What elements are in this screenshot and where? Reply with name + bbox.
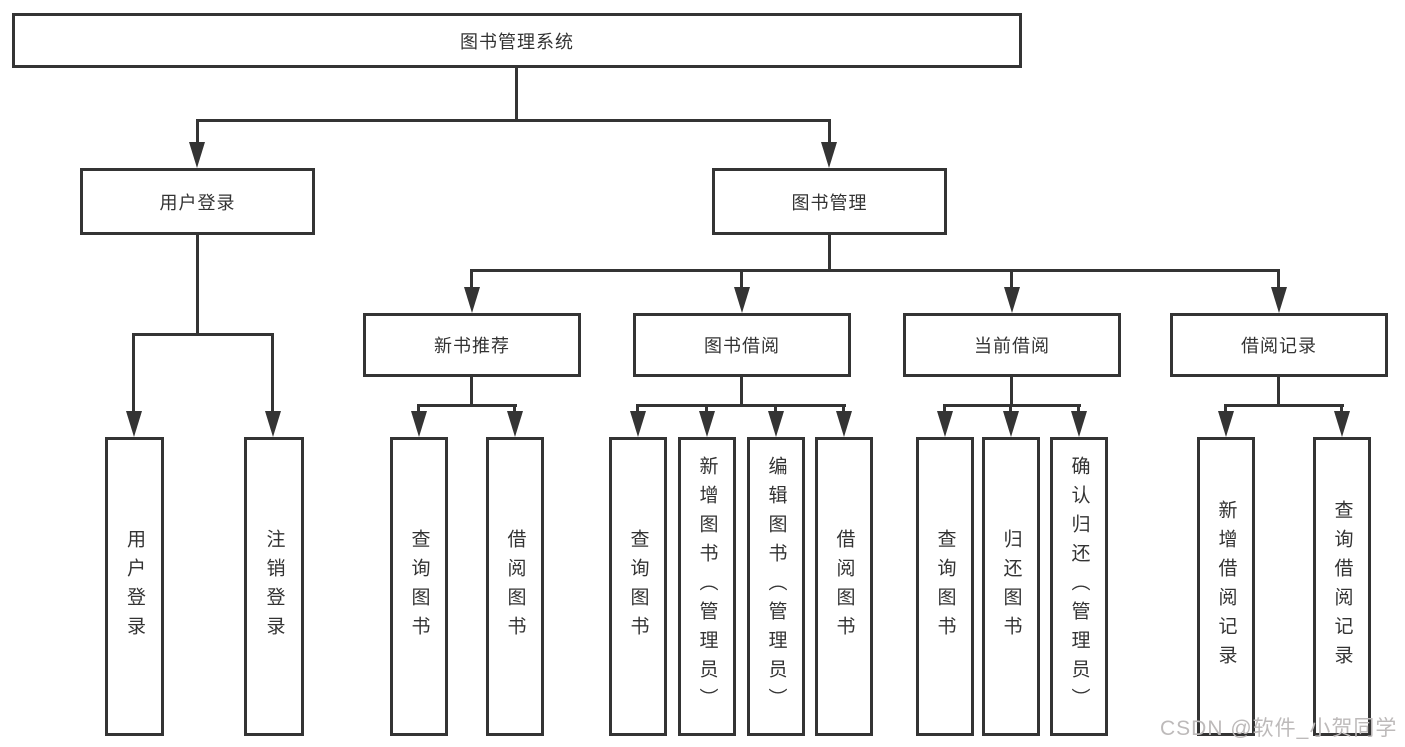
connector-line <box>470 269 473 289</box>
node-new-book-recommendation: 新书推荐 <box>363 313 581 377</box>
node-book-borrowing: 图书借阅 <box>633 313 851 377</box>
connector-line <box>705 404 708 414</box>
node-label: 查询图书 <box>934 528 956 645</box>
arrowhead-down-icon <box>464 287 480 313</box>
arrowhead-down-icon <box>1004 287 1020 313</box>
connector-line <box>132 333 135 413</box>
connector-line <box>1010 269 1013 289</box>
connector-line <box>1010 377 1013 406</box>
arrowhead-down-icon <box>507 411 523 437</box>
arrowhead-down-icon <box>937 411 953 437</box>
connector-line <box>1277 269 1280 289</box>
node-label: 新增借阅记录 <box>1215 499 1237 674</box>
node-query-books-borrowing: 查询图书 <box>609 437 667 736</box>
connector-line <box>636 404 639 414</box>
arrowhead-down-icon <box>189 142 205 168</box>
connector-line <box>513 404 516 414</box>
connector-line <box>636 404 846 407</box>
node-query-books-recommend: 查询图书 <box>390 437 448 736</box>
node-system-root: 图书管理系统 <box>12 13 1022 68</box>
node-label: 用户登录 <box>124 528 145 645</box>
arrowhead-down-icon <box>1271 287 1287 313</box>
arrowhead-down-icon <box>630 411 646 437</box>
arrowhead-down-icon <box>411 411 427 437</box>
connector-line <box>1340 404 1343 414</box>
connector-line <box>828 235 831 271</box>
arrowhead-down-icon <box>126 411 142 437</box>
node-borrow-books-recommend: 借阅图书 <box>486 437 544 736</box>
node-label: 编辑图书（管理员） <box>765 456 787 717</box>
connector-line <box>1009 404 1012 414</box>
arrowhead-down-icon <box>1218 411 1234 437</box>
arrowhead-down-icon <box>734 287 750 313</box>
csdn-watermark: CSDN @软件_小贺同学 <box>1160 717 1398 740</box>
node-user-login-leaf: 用户登录 <box>105 437 164 736</box>
node-add-borrow-record: 新增借阅记录 <box>1197 437 1255 736</box>
connector-line <box>943 404 946 414</box>
node-borrowing-records: 借阅记录 <box>1170 313 1388 377</box>
connector-line <box>196 119 831 122</box>
node-add-book-admin: 新增图书（管理员） <box>678 437 736 736</box>
node-edit-book-admin: 编辑图书（管理员） <box>747 437 805 736</box>
node-confirm-return-admin: 确认归还（管理员） <box>1050 437 1108 736</box>
connector-line <box>1077 404 1080 414</box>
node-label: 查询借阅记录 <box>1331 499 1353 674</box>
connector-line <box>196 235 199 335</box>
arrowhead-down-icon <box>1071 411 1087 437</box>
connector-line <box>1224 404 1344 407</box>
node-label: 查询图书 <box>408 528 430 645</box>
arrowhead-down-icon <box>1003 411 1019 437</box>
connector-line <box>1224 404 1227 414</box>
connector-line <box>515 68 518 121</box>
node-borrow-books-borrowing: 借阅图书 <box>815 437 873 736</box>
connector-line <box>774 404 777 414</box>
connector-line <box>842 404 845 414</box>
connector-line <box>417 404 517 407</box>
node-label: 借阅图书 <box>833 528 855 645</box>
node-return-books: 归还图书 <box>982 437 1040 736</box>
node-label: 注销登录 <box>263 528 285 645</box>
connector-line <box>1277 377 1280 406</box>
node-user-login-branch: 用户登录 <box>80 168 315 235</box>
node-book-management-branch: 图书管理 <box>712 168 947 235</box>
connector-line <box>828 119 831 145</box>
connector-line <box>943 404 1081 407</box>
node-logout-leaf: 注销登录 <box>244 437 304 736</box>
connector-line <box>417 404 420 414</box>
node-label: 新增图书（管理员） <box>696 456 718 717</box>
connector-line <box>470 377 473 406</box>
arrowhead-down-icon <box>821 142 837 168</box>
node-label: 归还图书 <box>1000 528 1022 645</box>
connector-line <box>271 333 274 413</box>
connector-line <box>740 377 743 406</box>
arrowhead-down-icon <box>768 411 784 437</box>
node-label: 查询图书 <box>627 528 649 645</box>
node-label: 借阅图书 <box>504 528 526 645</box>
node-query-books-current: 查询图书 <box>916 437 974 736</box>
connector-line <box>740 269 743 289</box>
arrowhead-down-icon <box>265 411 281 437</box>
arrowhead-down-icon <box>836 411 852 437</box>
node-label: 确认归还（管理员） <box>1068 456 1090 717</box>
connector-line <box>132 333 274 336</box>
connector-line <box>470 269 1280 272</box>
arrowhead-down-icon <box>1334 411 1350 437</box>
node-query-borrow-record: 查询借阅记录 <box>1313 437 1371 736</box>
node-current-borrowing: 当前借阅 <box>903 313 1121 377</box>
arrowhead-down-icon <box>699 411 715 437</box>
connector-line <box>196 119 199 145</box>
